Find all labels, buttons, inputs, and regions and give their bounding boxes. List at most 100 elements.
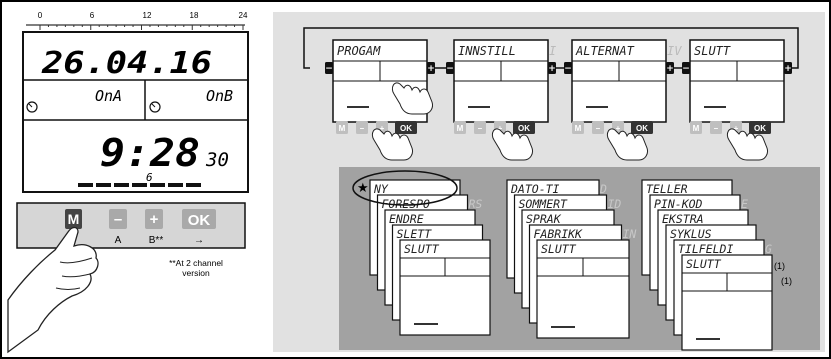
submenu-dashes [551,326,575,328]
next-connector-icon: + [548,62,556,74]
svg-text:OK: OK [188,212,211,229]
mini-minus-button[interactable]: – [710,121,722,134]
footnote-line2: version [182,268,210,278]
submenu-label: SLETT [397,227,433,241]
submenu-screen: SLUTT [400,240,490,335]
submenu-overflow: RS [469,197,483,211]
scale-label-24: 24 [239,11,248,20]
menu-screen-label: INNSTILL [458,44,516,58]
next-connector-icon: + [427,62,435,74]
svg-text:–: – [714,124,719,133]
submenu-label: PIN-KOD [654,197,703,211]
svg-text:−: − [446,64,454,74]
submenu-overflow: G [765,242,772,256]
svg-text:M: M [68,211,80,227]
submenu-dashes [696,338,720,340]
channel-a-state: OnA [95,87,122,105]
scale-label-18: 18 [190,11,199,20]
submenu-label: NY [373,182,389,196]
prev-connector-icon: − [564,62,572,74]
submenu-screen: SLUTT [537,240,629,338]
svg-text:M: M [693,124,700,133]
submenu-label: ENDRE [389,212,424,226]
time-display: 9:28 [100,131,200,175]
weekday-bars [78,183,201,187]
svg-text:+: + [150,211,159,228]
plus-button[interactable]: + [145,209,163,229]
mini-minus-button[interactable]: – [474,121,486,134]
mini-m-button[interactable]: M [572,121,584,134]
ok-button[interactable]: OK [182,209,216,229]
svg-text:−: − [325,64,333,74]
mini-m-button[interactable]: M [454,121,466,134]
menu-screen-dashes [468,106,490,108]
submenu-label: SLUTT [541,242,577,256]
svg-text:OK: OK [754,124,766,133]
prev-connector-icon: − [682,62,690,74]
menu-screen-label: SLUTT [694,44,731,58]
footnote-ref-syklus: (1) [774,261,785,271]
svg-text:–: – [596,124,601,133]
mini-ok-button[interactable]: OK [631,121,653,134]
prev-connector-icon: − [446,62,454,74]
svg-text:M: M [339,124,346,133]
submenu-label: SLUTT [686,257,722,271]
footnote-line1: **At 2 channel [169,258,223,268]
mini-ok-button[interactable]: OK [749,121,771,134]
timer-device: 0 6 12 18 24 26.04.16 OnA OnB 9:28 30 6 [8,11,248,352]
prev-connector-icon: − [325,62,333,74]
submenu-label: SLUTT [404,242,440,256]
submenu-label: EKSTRA [662,212,704,226]
m-button[interactable]: M [65,209,82,229]
submenu-overflow: E [741,197,748,211]
menu-screen-4: SLUTT− + [682,40,792,122]
svg-text:+: + [784,64,792,74]
minus-button[interactable]: – [109,209,127,229]
mini-m-button[interactable]: M [690,121,702,134]
menu-screen-label: PROGAM [337,44,381,58]
weekday-number: 6 [146,171,153,184]
svg-text:M: M [457,124,464,133]
mini-minus-button[interactable]: – [592,121,604,134]
svg-text:–: – [114,211,122,228]
svg-text:OK: OK [400,124,412,133]
svg-text:−: − [682,64,690,74]
next-connector-icon: + [784,62,792,74]
seconds-display: 30 [205,149,229,171]
scale-ticks [40,25,243,30]
menu-screen-label: ALTERNAT [575,44,635,58]
submenu-label: SYKLUS [670,227,712,241]
mini-ok-button[interactable]: OK [395,121,417,134]
mini-ok-button[interactable]: OK [513,121,535,134]
submenu-overflow: D [599,182,607,196]
next-connector-icon: + [666,62,674,74]
menu-screen-3: ALTERNAT IV − + [564,40,682,122]
menu-screen-overflow: I [549,44,556,58]
mini-minus-button[interactable]: – [356,121,368,134]
scale-label-0: 0 [38,11,43,20]
svg-text:OK: OK [518,124,530,133]
menu-screen-overflow: IV [667,44,682,58]
svg-text:−: − [564,64,572,74]
mini-m-button[interactable]: M [336,121,348,134]
date-display: 26.04.16 [41,46,212,81]
svg-text:+: + [666,64,674,74]
submenu-label: SOMMERT [519,197,569,211]
ok-sub-label: → [194,235,204,246]
menu-screen-dashes [586,106,608,108]
submenu-screen: SLUTT [682,255,772,350]
submenu-label: DATO-TI [510,182,560,196]
submenu-overflow: ID [608,197,622,211]
svg-text:+: + [427,64,435,74]
scale-label-12: 12 [143,11,152,20]
footnote-ref-tilfeldig: (1) [781,276,792,286]
menu-screen-dashes [347,106,369,108]
submenu-label: TELLER [646,182,688,196]
submenu-label: SPRAK [526,212,562,226]
channel-b-state: OnB [206,87,233,105]
scale-label-6: 6 [90,11,95,20]
minus-sub-label: A [115,235,122,246]
svg-text:M: M [575,124,582,133]
submenu-label: TILFELDI [678,242,733,256]
